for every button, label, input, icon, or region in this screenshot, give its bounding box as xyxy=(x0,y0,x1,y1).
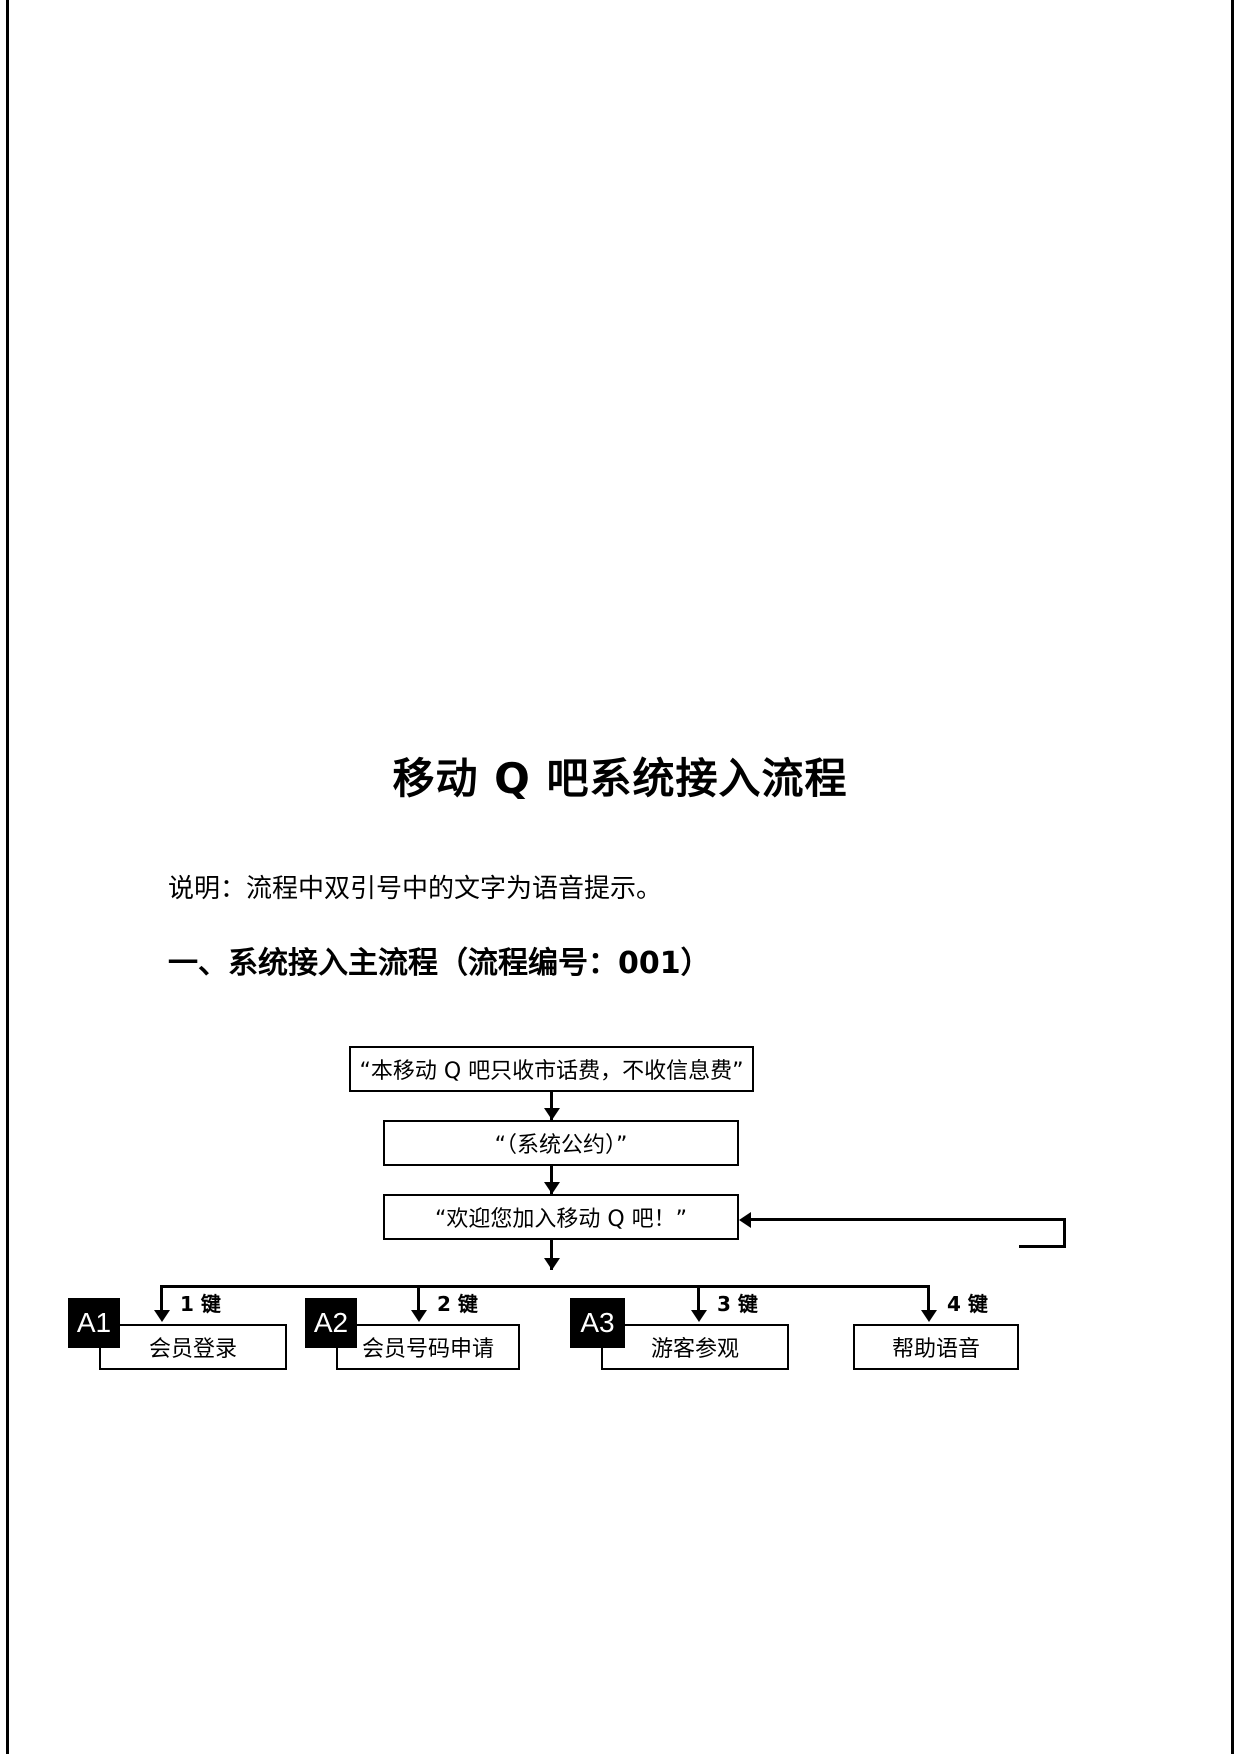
section-heading: 一、系统接入主流程（流程编号：001） xyxy=(168,946,711,981)
flow-node-guest-visit[interactable]: 游客参观 xyxy=(601,1324,789,1370)
branch-key-label-4: 4 键 xyxy=(947,1292,988,1316)
flow-node-label: “本移动 Q 吧只收市话费，不收信息费” xyxy=(359,1059,744,1084)
flow-badge-a1: A1 xyxy=(68,1298,120,1348)
page-border-right xyxy=(1231,0,1234,1754)
flow-node-label: “（系统公约）” xyxy=(494,1133,628,1158)
flow-badge-label: A2 xyxy=(313,1307,349,1338)
branch-key-label-3: 3 键 xyxy=(717,1292,758,1316)
page-title: 移动 Q 吧系统接入流程 xyxy=(392,754,848,803)
connector-branch-3 xyxy=(697,1285,700,1318)
flow-node-label: 会员号码申请 xyxy=(361,1337,494,1362)
connector-branch-1 xyxy=(160,1285,163,1318)
arrowhead-n3-bus xyxy=(543,1258,560,1270)
legend-note: 说明：流程中双引号中的文字为语音提示。 xyxy=(168,874,663,904)
connector-n2-n3 xyxy=(550,1166,553,1194)
flow-badge-label: A3 xyxy=(580,1307,615,1338)
flow-node-label: 会员登录 xyxy=(148,1337,237,1362)
arrowhead-branch-2 xyxy=(410,1310,427,1322)
flow-badge-a2: A2 xyxy=(305,1298,357,1348)
connector-feedback-bottom xyxy=(1019,1245,1066,1248)
arrowhead-branch-1 xyxy=(153,1310,170,1322)
flow-node-welcome[interactable]: “欢迎您加入移动 Q 吧！” xyxy=(383,1194,739,1240)
flow-badge-a3: A3 xyxy=(570,1298,625,1348)
arrowhead-branch-3 xyxy=(690,1310,707,1322)
connector-feedback-right xyxy=(1063,1218,1066,1248)
connector-n3-bus xyxy=(550,1240,553,1270)
connector-branch-2 xyxy=(417,1285,420,1318)
flow-node-label: 帮助语音 xyxy=(891,1337,980,1362)
flow-node-label: 游客参观 xyxy=(650,1337,739,1362)
connector-distribution-bus xyxy=(160,1285,930,1288)
connector-feedback-top xyxy=(748,1218,1066,1221)
flow-node-announcement[interactable]: “本移动 Q 吧只收市话费，不收信息费” xyxy=(349,1046,754,1092)
arrowhead-feedback xyxy=(739,1211,751,1228)
flow-node-help-voice[interactable]: 帮助语音 xyxy=(853,1324,1019,1370)
branch-key-label-1: 1 键 xyxy=(180,1292,221,1316)
arrowhead-branch-4 xyxy=(920,1310,937,1322)
arrowhead-n2-n3 xyxy=(543,1182,560,1194)
flow-node-label: “欢迎您加入移动 Q 吧！” xyxy=(434,1207,688,1232)
flow-badge-label: A1 xyxy=(76,1307,112,1338)
page-border-left xyxy=(6,0,9,1754)
flow-node-member-number-apply[interactable]: 会员号码申请 xyxy=(336,1324,520,1370)
flow-node-member-login[interactable]: 会员登录 xyxy=(99,1324,287,1370)
connector-branch-4 xyxy=(927,1285,930,1318)
flow-node-system-agreement[interactable]: “（系统公约）” xyxy=(383,1120,739,1166)
arrowhead-n1-n2 xyxy=(543,1108,560,1120)
connector-n1-n2 xyxy=(550,1092,553,1120)
branch-key-label-2: 2 键 xyxy=(437,1292,478,1316)
